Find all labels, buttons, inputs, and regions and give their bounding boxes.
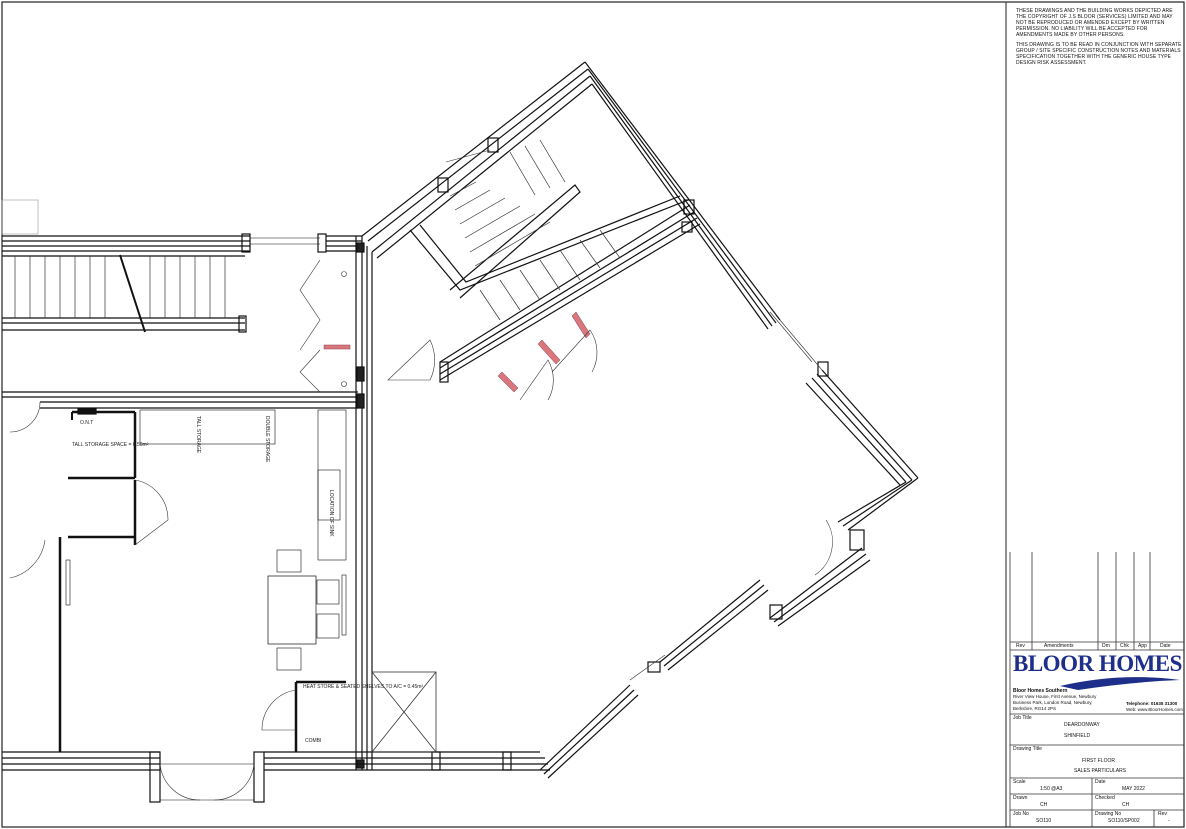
drawn-value: CH	[1040, 802, 1048, 808]
amendments-header: Amendments	[1044, 643, 1074, 649]
job-no-value: SO110	[1036, 818, 1052, 824]
bloor-homes-logo: BLOOR HOMES	[1013, 651, 1182, 676]
left-door-swings	[9, 259, 321, 801]
left-stair-treads	[14, 256, 226, 318]
company-address-2: Business Park, London Road, Newbury,	[1013, 700, 1093, 705]
date-value: MAY 2022	[1122, 786, 1145, 792]
accent-members	[323, 311, 591, 393]
drawn-label: Drawn	[1013, 795, 1028, 801]
company-name: Bloor Homes Southern	[1013, 688, 1068, 694]
drawing-title-line-2: SALES PARTICULARS	[1074, 768, 1127, 774]
job-title-line-2: SHINFIELD	[1064, 733, 1091, 739]
app-header: App	[1138, 643, 1147, 649]
tall-storage-unit-label: TALL STORAGE	[195, 416, 201, 454]
job-title-line-1: DEARDONWAY	[1064, 722, 1100, 728]
checked-label: Checked	[1095, 795, 1115, 801]
tall-storage-label: TALL STORAGE SPACE = 0.50m²	[72, 442, 149, 448]
right-wing-walls	[361, 61, 919, 779]
drawing-title-label: Drawing Title	[1013, 746, 1042, 752]
rev-value: -	[1168, 818, 1170, 824]
fixture-circle	[341, 381, 347, 387]
chk-header: Chk	[1120, 643, 1129, 649]
checked-value: CH	[1122, 802, 1130, 808]
title-block-grid	[1009, 552, 1184, 827]
sink-label: LOCATION OF SINK	[328, 490, 334, 537]
copyright-note: THESE DRAWINGS AND THE BUILDING WORKS DE…	[1016, 8, 1173, 38]
company-web: Web: www.BloorHomes.com	[1126, 707, 1183, 712]
rev-header: Rev	[1016, 643, 1025, 649]
drn-header: Drn	[1102, 643, 1111, 649]
rev-label: Rev	[1158, 811, 1167, 817]
fixture-circle	[341, 271, 347, 277]
job-title-label: Job Title	[1013, 715, 1032, 721]
heat-store-label: HEAT STORE & SEATED SHELVES TO A/C = 0.4…	[303, 684, 423, 690]
void-box	[371, 671, 437, 753]
combi-label: COMBI	[305, 738, 321, 744]
drawing-title-line-1: FIRST FLOOR	[1082, 758, 1115, 764]
date-label: Date	[1095, 779, 1106, 785]
date-header: Date	[1160, 643, 1171, 649]
job-no-label: Job No	[1013, 811, 1029, 817]
company-address-3: Berkshire, RG14 2PS	[1013, 706, 1057, 711]
scale-value: 1:50 @A3	[1040, 786, 1063, 792]
double-storage-label: DOUBLE STORAGE	[264, 416, 270, 463]
left-wing-walls	[1, 199, 440, 803]
right-door-swings	[387, 149, 833, 681]
drawing-no-label: Drawing No	[1095, 811, 1122, 817]
scale-label: Scale	[1013, 779, 1026, 785]
company-telephone: Telephone: 01635 31300	[1126, 701, 1178, 706]
read-with-note: THIS DRAWING IS TO BE READ IN CONJUNCTIO…	[1016, 42, 1182, 66]
logo-swoosh	[1060, 677, 1180, 690]
right-stair-treads	[449, 139, 621, 321]
company-address-1: River View House, First Avenue, Newbury	[1013, 694, 1097, 699]
ont-label: O.N.T	[80, 420, 93, 426]
drawing-no-value: SO110/SP002	[1108, 818, 1140, 824]
